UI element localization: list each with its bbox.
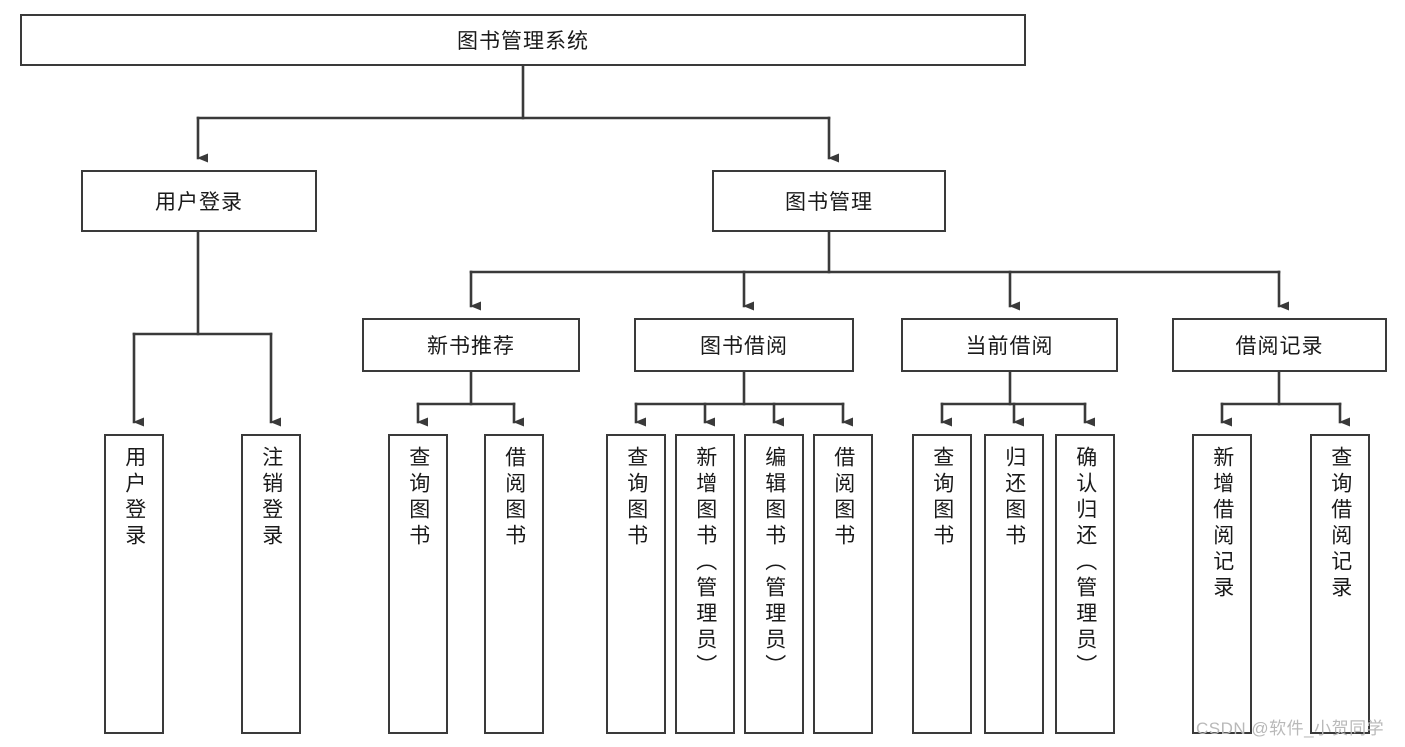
node-book-manage[interactable]: 图书管理 — [712, 170, 946, 232]
node-borrow-record-label: 借阅记录 — [1235, 335, 1324, 358]
node-current-borrow-label: 当前借阅 — [965, 335, 1054, 358]
node-leaf-edit-book-label: 编辑图书（管理员） — [762, 446, 786, 680]
node-current-borrow[interactable]: 当前借阅 — [901, 318, 1118, 372]
node-borrow-record[interactable]: 借阅记录 — [1172, 318, 1387, 372]
node-user-login[interactable]: 用户登录 — [81, 170, 317, 232]
node-leaf-borrow-book-2[interactable]: 借阅图书 — [813, 434, 873, 734]
node-book-borrow-label: 图书借阅 — [700, 335, 788, 358]
node-leaf-confirm-return-label: 确认归还（管理员） — [1073, 446, 1097, 680]
node-leaf-query-book-1[interactable]: 查询图书 — [388, 434, 448, 734]
node-leaf-query-record-label: 查询借阅记录 — [1328, 446, 1352, 602]
node-leaf-logout-label: 注销登录 — [259, 446, 283, 550]
node-leaf-query-book-2[interactable]: 查询图书 — [606, 434, 666, 734]
node-leaf-user-login[interactable]: 用户登录 — [104, 434, 164, 734]
node-leaf-add-book-label: 新增图书（管理员） — [693, 446, 717, 680]
node-leaf-add-record[interactable]: 新增借阅记录 — [1192, 434, 1252, 734]
node-leaf-add-book[interactable]: 新增图书（管理员） — [675, 434, 735, 734]
csdn-watermark: CSDN @软件_小贺同学 — [1196, 719, 1385, 738]
node-leaf-logout[interactable]: 注销登录 — [241, 434, 301, 734]
node-leaf-borrow-book-1-label: 借阅图书 — [502, 446, 526, 550]
node-leaf-borrow-book-1[interactable]: 借阅图书 — [484, 434, 544, 734]
node-new-book-rec[interactable]: 新书推荐 — [362, 318, 580, 372]
node-book-manage-label: 图书管理 — [785, 191, 873, 214]
node-leaf-query-book-3[interactable]: 查询图书 — [912, 434, 972, 734]
node-leaf-query-book-2-label: 查询图书 — [624, 446, 648, 550]
node-leaf-query-book-3-label: 查询图书 — [930, 446, 954, 550]
node-leaf-edit-book[interactable]: 编辑图书（管理员） — [744, 434, 804, 734]
node-book-borrow[interactable]: 图书借阅 — [634, 318, 854, 372]
node-leaf-query-book-1-label: 查询图书 — [406, 446, 430, 550]
node-leaf-add-record-label: 新增借阅记录 — [1210, 446, 1234, 602]
node-leaf-borrow-book-2-label: 借阅图书 — [831, 446, 855, 550]
node-root-label: 图书管理系统 — [457, 30, 589, 53]
node-leaf-return-book[interactable]: 归还图书 — [984, 434, 1044, 734]
node-new-book-rec-label: 新书推荐 — [427, 335, 515, 358]
node-root[interactable]: 图书管理系统 — [20, 14, 1026, 66]
node-leaf-user-login-label: 用户登录 — [122, 446, 146, 550]
node-leaf-query-record[interactable]: 查询借阅记录 — [1310, 434, 1370, 734]
node-leaf-confirm-return[interactable]: 确认归还（管理员） — [1055, 434, 1115, 734]
node-leaf-return-book-label: 归还图书 — [1002, 446, 1026, 550]
node-user-login-label: 用户登录 — [155, 191, 243, 214]
